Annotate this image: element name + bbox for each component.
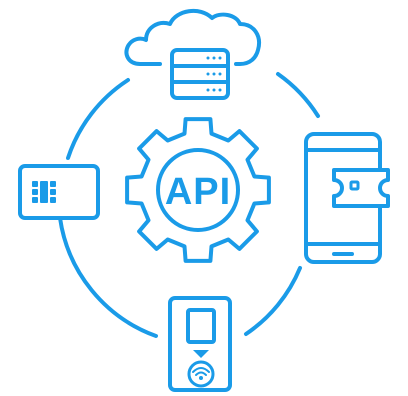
terminal-screen: [186, 308, 216, 344]
mobile-wallet-ticket-icon: [304, 132, 390, 264]
nfc-circle: [187, 360, 215, 388]
server-stack: [170, 48, 230, 100]
api-label: API: [165, 171, 231, 213]
card-body: [18, 164, 100, 220]
ring-arc-top-left: [66, 78, 130, 160]
payment-card-chip-icon: [18, 164, 100, 220]
ring-arc-top-right: [276, 72, 320, 118]
gear-inner-ring: [156, 148, 240, 232]
terminal-body: [168, 296, 232, 392]
connection-ring: [58, 72, 320, 338]
gear-outline: [125, 117, 271, 263]
contactless-terminal-icon: [168, 296, 232, 392]
cloud-server-icon: [124, 8, 261, 100]
card-chip: [32, 181, 56, 203]
wifi-icon: [192, 367, 210, 380]
gear-icon: [125, 117, 271, 263]
ticket-icon: [332, 168, 390, 208]
arrow-down-icon: [193, 350, 209, 358]
ring-arc-bottom-right: [244, 266, 302, 336]
ring-arc-bottom-left: [58, 216, 158, 338]
